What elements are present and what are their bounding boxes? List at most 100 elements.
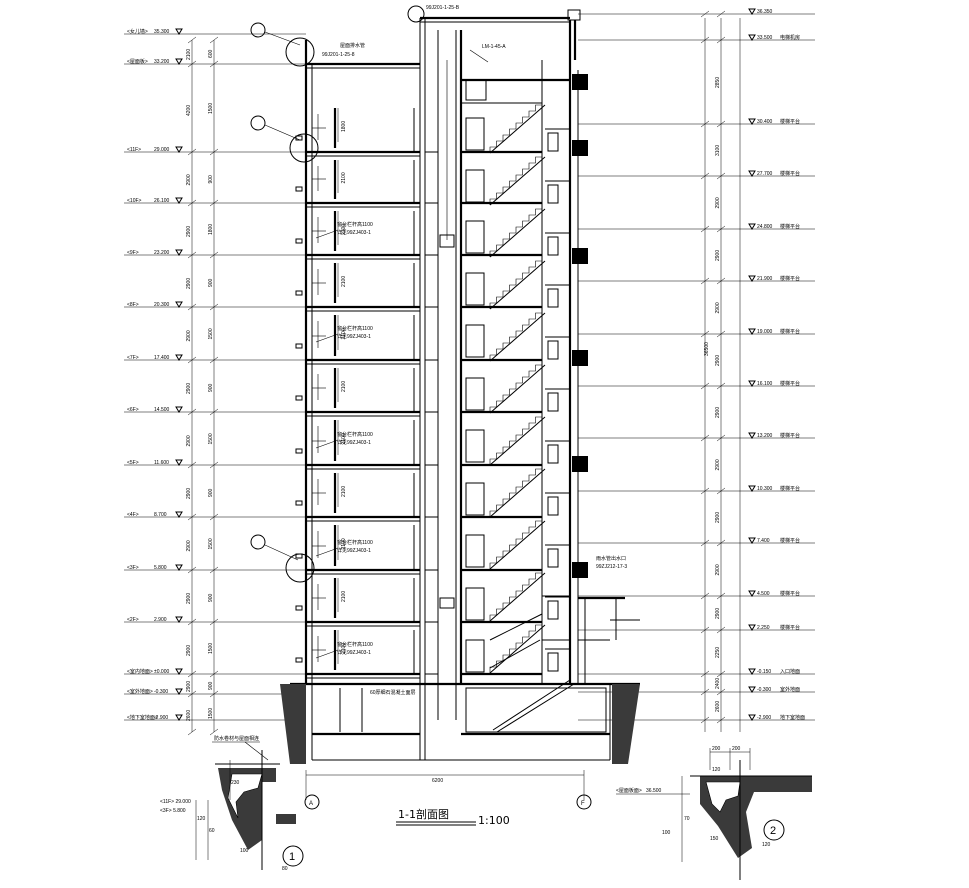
right-level-value: 4.500 xyxy=(757,591,770,597)
left-outer-dim: 2900 xyxy=(186,383,192,394)
detail-1-level-b: <3F> 5.800 xyxy=(160,808,186,814)
window-height-dim: 2100 xyxy=(341,643,347,654)
detail-2-level-value: 36.500 xyxy=(646,788,662,794)
detail-1-number: 1 xyxy=(289,851,295,863)
left-level-value: 29.000 xyxy=(154,147,170,153)
right-dim: 2900 xyxy=(715,564,721,575)
left-outer-dim: 2900 xyxy=(186,278,192,289)
detail-callouts xyxy=(250,5,425,583)
right-level-note: 楼梯平台 xyxy=(780,275,800,282)
right-level-value: -0.150 xyxy=(757,669,771,675)
right-level-value: 30.400 xyxy=(757,119,773,125)
overall-width-dim: 6200 xyxy=(432,778,443,784)
roof-drain-note: 屋面排水管 xyxy=(340,42,365,49)
right-dim: 2900 xyxy=(715,250,721,261)
right-level-note: 楼梯平台 xyxy=(780,328,800,335)
left-level-label: <9F> xyxy=(127,250,139,256)
window-note-line1: 窗台栏杆高1100 xyxy=(337,221,373,228)
right-level-note: 楼梯平台 xyxy=(780,170,800,177)
left-outer-dim: 2600 xyxy=(186,710,192,721)
window-note-line1: 窗台栏杆高1100 xyxy=(337,641,373,648)
left-level-value: 17.400 xyxy=(154,355,170,361)
left-outer-dim: 2900 xyxy=(186,681,192,692)
left-inner-dim: 1800 xyxy=(208,224,214,235)
left-inner-dim: 1500 xyxy=(208,643,214,654)
detail-1-dim-4: 100 xyxy=(240,848,249,854)
right-dim: 2850 xyxy=(715,77,721,88)
right-dim: 2900 xyxy=(715,459,721,470)
right-total-dim: 36500 xyxy=(704,342,710,356)
left-level-value: 8.700 xyxy=(154,512,167,518)
basement-note: 60厚细石混凝土面层 xyxy=(370,689,416,696)
detail-1-dim-1: 120 xyxy=(197,816,206,822)
left-outer-dim: 2900 xyxy=(186,174,192,185)
grid-axis-a: A xyxy=(304,794,320,810)
right-level-note: 楼梯平台 xyxy=(780,380,800,387)
right-dim: 2900 xyxy=(715,608,721,619)
detail-1-dim-3: 230 xyxy=(231,780,240,786)
left-outer-dim: 2900 xyxy=(186,593,192,604)
left-outer-dim: 2900 xyxy=(186,488,192,499)
window-notes: 窗台栏杆高1100详见99ZJ403-1窗台栏杆高1100详见99ZJ403-1… xyxy=(315,221,373,659)
window-height-dim: 2100 xyxy=(341,486,347,497)
roof-detail-ref: 99J201-1-25-8 xyxy=(322,52,355,58)
right-level-value: -2.900 xyxy=(757,715,771,721)
left-level-label: <2F> xyxy=(127,617,139,623)
left-level-value: 5.800 xyxy=(154,565,167,571)
drawing-scale: 1:100 xyxy=(478,814,510,827)
detail-1-note: 防水卷材与屋面相连 xyxy=(214,735,259,742)
grid-axis-a-label: A xyxy=(309,801,313,807)
left-inner-dim: 900 xyxy=(208,383,214,392)
left-outer-dim: 2900 xyxy=(186,540,192,551)
left-inner-dim: 1500 xyxy=(208,433,214,444)
left-level-label: <女儿墙> xyxy=(127,28,148,35)
left-inner-dim: 900 xyxy=(208,278,214,287)
left-outer-dim: 2900 xyxy=(186,226,192,237)
left-level-value: 26.100 xyxy=(154,198,170,204)
detail-1-dim-5: 80 xyxy=(282,866,288,872)
right-dim: 2900 xyxy=(715,407,721,418)
detail-2-dim-4: 100 xyxy=(662,830,671,836)
detail-2: 200 200 120 100 70 150 120 <屋面板面> 36.500… xyxy=(616,746,812,880)
window-height-dim: 2100 xyxy=(341,381,347,392)
right-level-value: 16.100 xyxy=(757,381,773,387)
left-level-value: 11.600 xyxy=(154,460,169,466)
grid-axis-f-label: F xyxy=(581,801,585,807)
left-level-value: 35.300 xyxy=(154,29,170,35)
left-inner-dim: 1500 xyxy=(208,328,214,339)
detail-2-level-label: <屋面板面> xyxy=(616,787,642,794)
window-note-line1: 窗台栏杆高1100 xyxy=(337,325,373,332)
window-height-dim: 1800 xyxy=(341,121,347,132)
left-level-label: <11F> xyxy=(127,147,141,153)
left-level-label: <屋面板> xyxy=(127,58,148,65)
right-level-note: 楼梯平台 xyxy=(780,118,800,125)
window-note-line1: 窗台栏杆高1100 xyxy=(337,539,373,546)
left-level-value: 33.200 xyxy=(154,59,170,65)
window-note-line2: 详见99ZJ403-1 xyxy=(337,649,371,656)
left-level-label: <6F> xyxy=(127,407,139,413)
window-note-line2: 详见99ZJ403-1 xyxy=(337,547,371,554)
left-inner-dim: 1500 xyxy=(208,708,214,719)
left-outer-dim: 2900 xyxy=(186,330,192,341)
right-level-note: 楼梯平台 xyxy=(780,537,800,544)
right-dim: 2900 xyxy=(715,302,721,313)
left-level-label: <3F> xyxy=(127,565,139,571)
right-level-value: 36.350 xyxy=(757,9,773,15)
left-level-label: <8F> xyxy=(127,302,139,308)
right-dim: 3100 xyxy=(715,145,721,156)
left-level-value: -0.300 xyxy=(154,689,168,695)
left-level-label: <室内地面> xyxy=(127,668,153,675)
right-level-note: 电梯机房 xyxy=(780,34,800,41)
right-level-value: 24.800 xyxy=(757,224,773,230)
window-height-dim: 2100 xyxy=(341,172,347,183)
right-level-value: -0.300 xyxy=(757,687,771,693)
detail-2-dim-6: 150 xyxy=(710,836,719,842)
right-level-value: 27.700 xyxy=(757,171,773,177)
detail-2-dim-2: 200 xyxy=(732,746,741,752)
right-level-note: 楼梯平台 xyxy=(780,223,800,230)
detail-2-number: 2 xyxy=(770,825,776,837)
window-height-dim: 2100 xyxy=(341,276,347,287)
building-section: 1800210021002100210021002100210021002100… xyxy=(280,9,640,800)
drawing-title: 1-1剖面图 xyxy=(398,807,449,821)
left-inner-dim: 600 xyxy=(208,49,214,58)
